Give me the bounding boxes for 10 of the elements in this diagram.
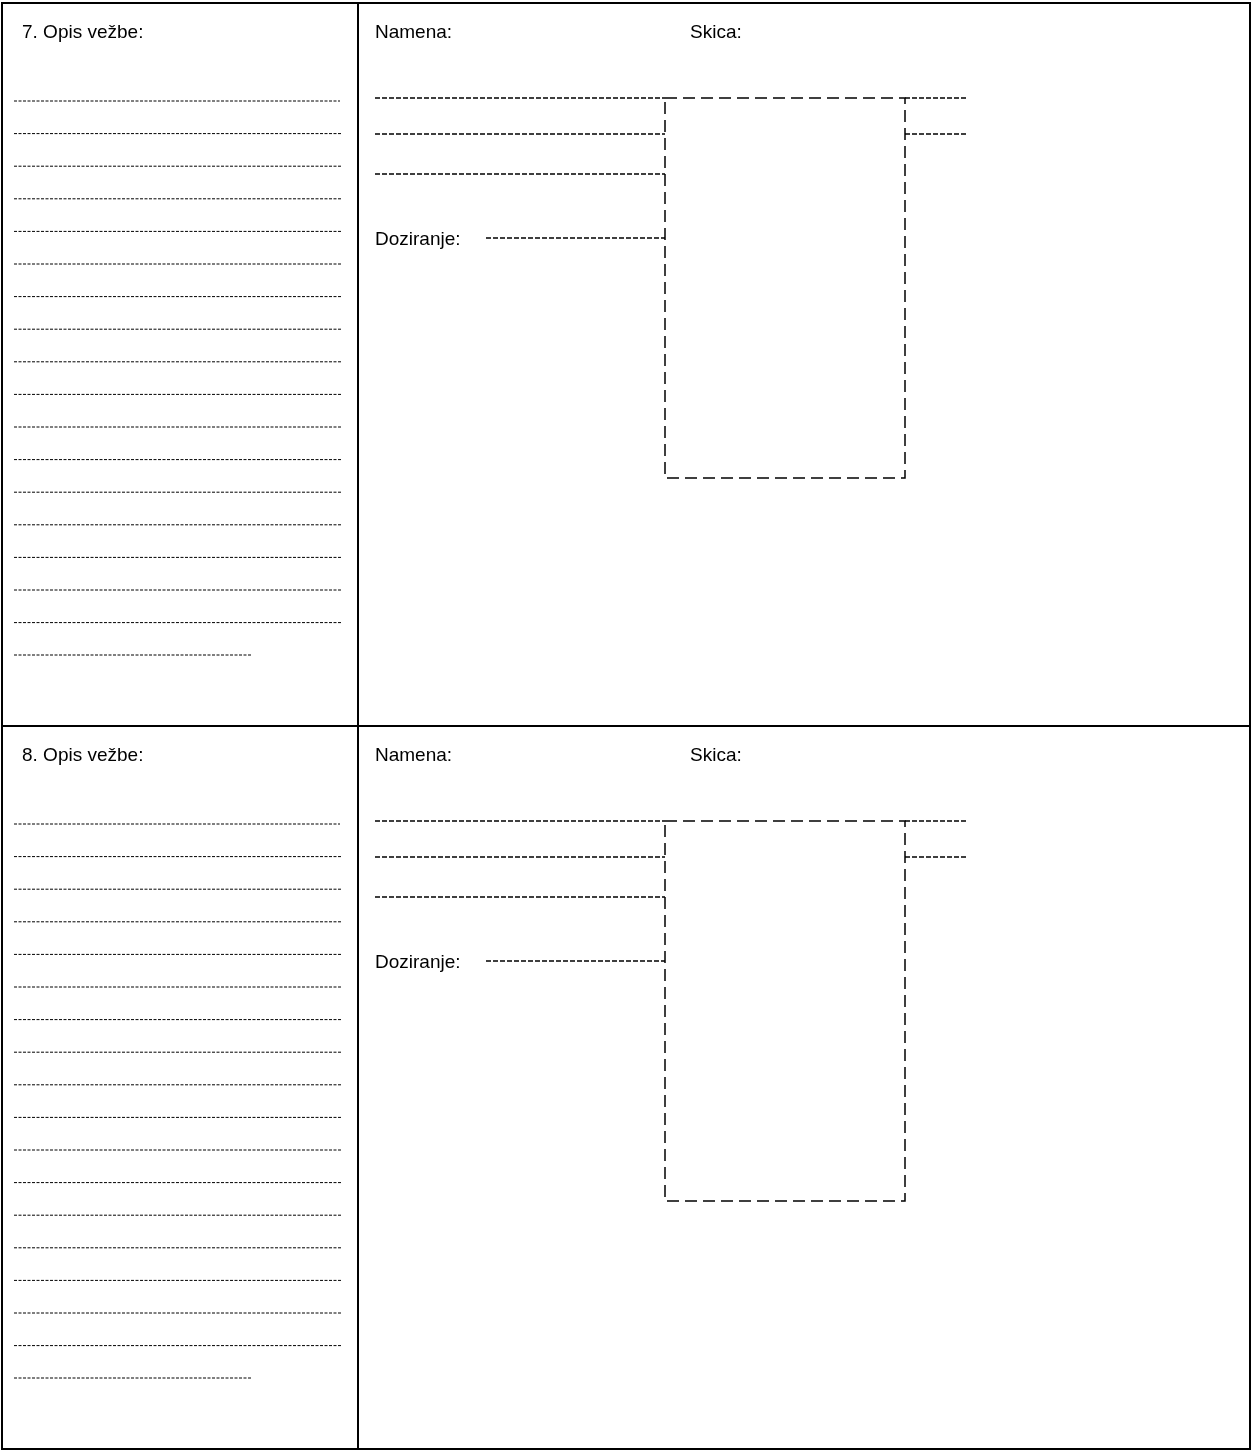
exercise-heading: 8. Opis vežbe: <box>22 744 144 766</box>
sketch-box <box>664 97 906 479</box>
field-label: Skica: <box>690 744 742 766</box>
exercise-heading: 7. Opis vežbe: <box>22 21 144 43</box>
sketch-box <box>664 820 906 1202</box>
field-label: Skica: <box>690 21 742 43</box>
field-label: Doziranje: <box>375 228 461 250</box>
field-label: Doziranje: <box>375 951 461 973</box>
field-label: Namena: <box>375 744 453 766</box>
field-label: Namena: <box>375 21 453 43</box>
